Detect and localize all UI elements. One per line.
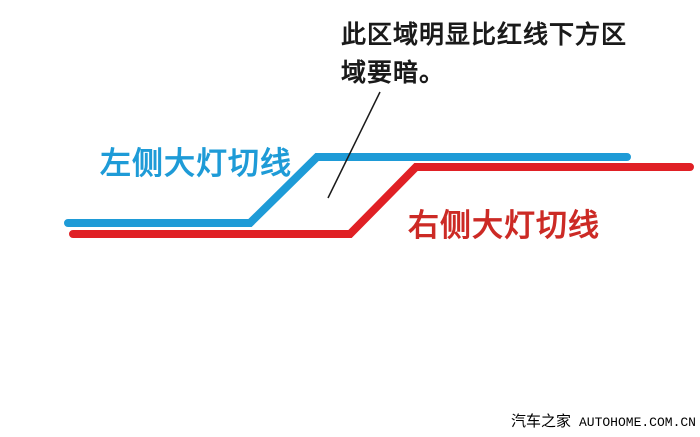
- annotation-text-line2: 域要暗。: [341, 59, 446, 87]
- annotation-text: 此区域明显比红线下方区 域要暗。: [341, 16, 651, 92]
- right-cutoff-label: 右侧大灯切线: [408, 208, 600, 243]
- left-cutoff-line: [64, 153, 631, 227]
- annotation-pointer-line: [327, 91, 381, 199]
- left-cutoff-label: 左侧大灯切线: [100, 146, 292, 181]
- watermark-site-domain: AUTOHOME.COM.CN: [578, 415, 696, 430]
- right-cutoff-line: [69, 163, 694, 238]
- watermark: 汽车之家 AUTOHOME.COM.CN: [511, 410, 696, 431]
- annotation-text-line1: 此区域明显比红线下方区: [341, 21, 628, 49]
- watermark-site-name: 汽车之家: [510, 413, 571, 430]
